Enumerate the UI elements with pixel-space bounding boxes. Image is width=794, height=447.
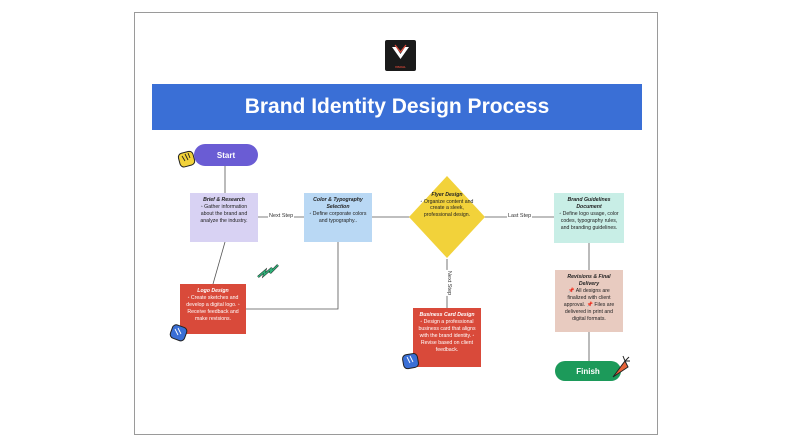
lightning-arrow-icon bbox=[257, 264, 279, 279]
brand-logo: VISUAL bbox=[385, 40, 416, 71]
node-body: ◦ Organize content and create a sleek, p… bbox=[420, 198, 474, 218]
logo-text: VISUAL bbox=[394, 65, 406, 69]
logo-mark-icon bbox=[392, 44, 409, 59]
flyer-diamond-shape bbox=[409, 176, 485, 258]
node-body: ◦ Define logo usage, color codes, typogr… bbox=[559, 211, 619, 231]
node-flyer-design: Flyer Design ◦ Organize content and crea… bbox=[418, 192, 476, 218]
node-business-card-design: Business Card Design ◦ Design a professi… bbox=[413, 308, 481, 367]
node-title: Business Card Design bbox=[419, 312, 475, 318]
node-body: ◦ Gather information about the brand and… bbox=[200, 204, 248, 224]
edge-label-next-step-vertical: Next Step bbox=[446, 269, 453, 297]
node-revisions-final-delivery: Revisions & Final Delivery 📌 All designs… bbox=[555, 270, 623, 332]
pointing-hand-icon bbox=[169, 324, 188, 342]
edge-label-last-step: Last Step bbox=[507, 213, 533, 219]
node-title: Brand Guidelines Document bbox=[567, 197, 611, 210]
node-color-typography: Color & Typography Selection ◦ Define co… bbox=[304, 193, 372, 242]
node-title: Revisions & Final Delivery bbox=[567, 274, 611, 287]
node-brief-research: Brief & Research ◦ Gather information ab… bbox=[190, 193, 258, 242]
node-brand-guidelines: Brand Guidelines Document ◦ Define logo … bbox=[554, 193, 624, 243]
node-logo-design: Logo Design ◦ Create sketches and develo… bbox=[180, 284, 246, 334]
carrot-icon bbox=[612, 355, 630, 378]
edge-brief-logo bbox=[212, 241, 226, 285]
start-node: Start bbox=[194, 144, 258, 166]
node-title: Logo Design bbox=[197, 288, 229, 294]
node-title: Flyer Design bbox=[431, 192, 463, 198]
edge-label-next-step: Next Step bbox=[268, 213, 295, 219]
node-body: ◦ Define corporate colors and typography… bbox=[309, 211, 367, 224]
page-title: Brand Identity Design Process bbox=[152, 84, 642, 130]
finish-node: Finish bbox=[555, 361, 621, 381]
node-body: ◦ Design a professional business card th… bbox=[418, 319, 476, 353]
pointing-hand-icon bbox=[402, 353, 419, 370]
node-body: ◦ Create sketches and develop a digital … bbox=[186, 295, 240, 322]
node-body: 📌 All designs are finalized with client … bbox=[563, 288, 615, 322]
edge-logo-color bbox=[246, 242, 339, 310]
node-title: Color & Typography Selection bbox=[313, 197, 363, 210]
node-title: Brief & Research bbox=[203, 197, 245, 203]
waving-hand-icon bbox=[177, 150, 196, 168]
